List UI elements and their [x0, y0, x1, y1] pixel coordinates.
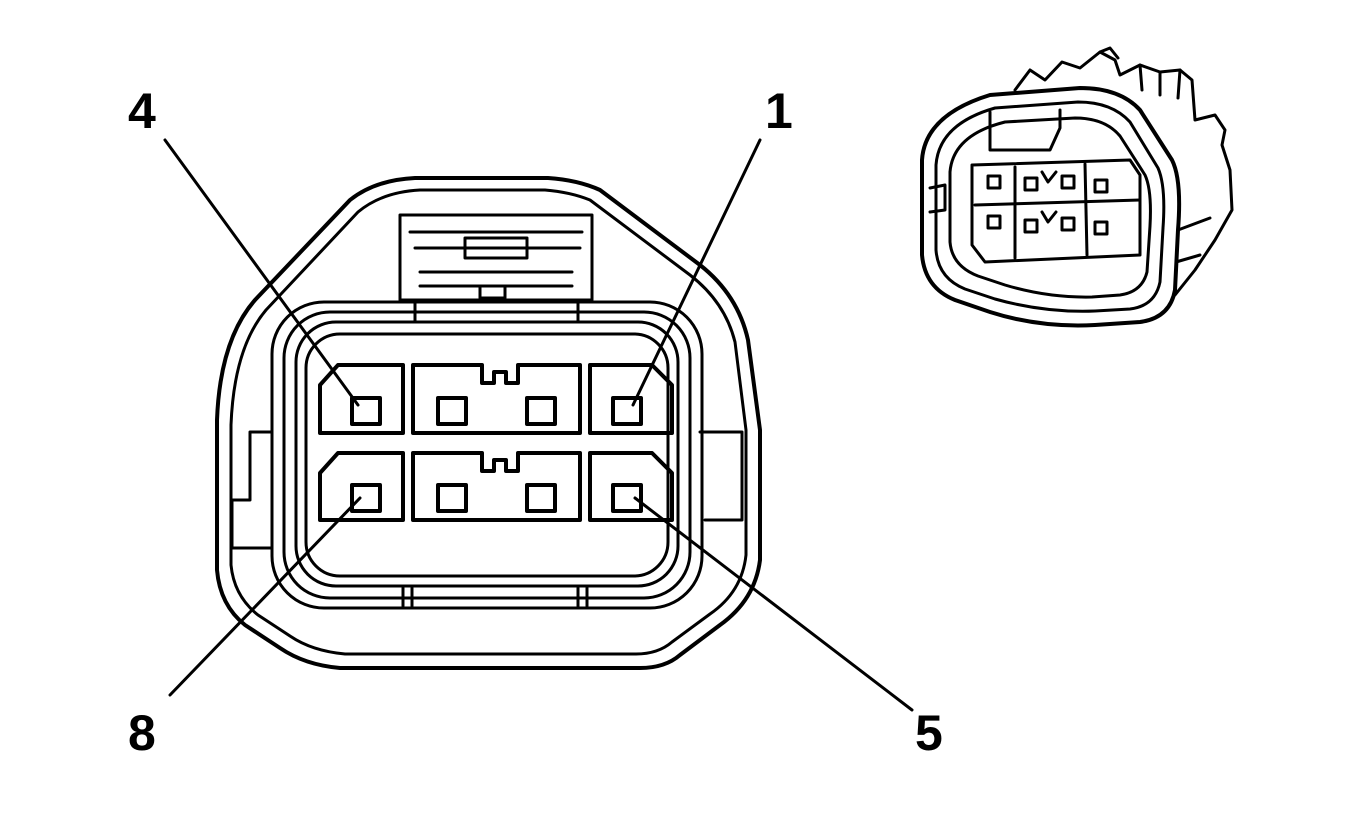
cavity-7-6 [411, 451, 582, 522]
pin-7-terminal [436, 483, 468, 513]
side-latch-right [698, 430, 744, 522]
pin-1-terminal [611, 396, 643, 426]
side-latch-left [230, 430, 274, 550]
cavity-4 [318, 363, 405, 435]
cavity-1 [588, 363, 674, 435]
pin-8-terminal [350, 483, 382, 513]
pin-label-4: 4 [128, 83, 156, 139]
leader-pin-5 [633, 496, 914, 712]
seal-rings [270, 300, 704, 610]
pin-label-5: 5 [915, 705, 943, 761]
cavity-5 [588, 451, 674, 522]
pin-2-terminal [525, 396, 557, 426]
leader-pin-1 [631, 138, 762, 407]
pin-3-terminal [436, 396, 468, 426]
cavity-3-2 [411, 363, 582, 435]
connector-housing [215, 176, 762, 670]
terminal-cavities [318, 363, 674, 522]
pin-5-terminal [611, 483, 643, 513]
cavity-8 [318, 451, 405, 522]
locking-tab [398, 213, 594, 324]
pin-4-terminal [350, 396, 382, 426]
leader-pin-8 [168, 496, 362, 697]
pin-6-terminal [525, 483, 557, 513]
leader-lines [163, 138, 914, 712]
connector-isometric-view [920, 46, 1234, 328]
pin-label-8: 8 [128, 705, 156, 761]
leader-pin-4 [163, 138, 360, 407]
pin-label-1: 1 [765, 83, 793, 139]
